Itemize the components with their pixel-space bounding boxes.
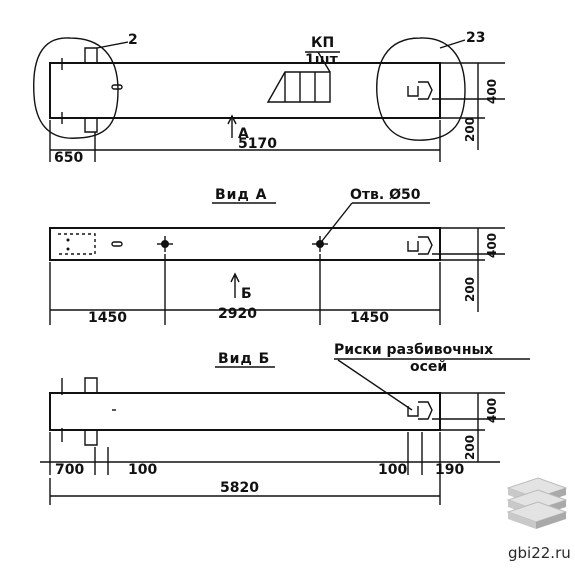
view-a-title: Вид А [215, 187, 268, 203]
dim-2920: 2920 [218, 306, 257, 322]
dim-100-right: 100 [378, 462, 407, 478]
dim-700: 700 [55, 462, 84, 478]
end-loop-right [407, 81, 433, 100]
view-arrow-b-label: Б [241, 286, 252, 302]
dim-1450-left: 1450 [88, 310, 127, 326]
dim-100-left: 100 [128, 462, 157, 478]
dim-650: 650 [54, 150, 83, 166]
end-loop-right [407, 401, 433, 420]
dim-5820: 5820 [220, 480, 259, 496]
kp-leader [317, 51, 331, 73]
hole-leader [321, 202, 353, 242]
view-b: Вид Б Риски разбивочных осей 700 100 100… [40, 342, 530, 505]
hole-label: Отв. Ø50 [350, 187, 421, 203]
lifting-loop-b [84, 377, 98, 446]
dim-190: 190 [435, 462, 464, 478]
watermark-site: gbi22.ru [508, 544, 571, 562]
dim-1450-right: 1450 [350, 310, 389, 326]
dim-200-b: 200 [463, 435, 477, 460]
slot [111, 84, 123, 90]
top-view: КП 1шт 2 23 А 650 5170 400 200 [33, 30, 505, 166]
note-line2: осей [410, 359, 447, 375]
callout-right: 23 [466, 30, 485, 46]
beam-view-a [49, 227, 441, 261]
note-line1: Риски разбивочных [334, 342, 493, 358]
kp-label: КП [311, 35, 334, 51]
dot [66, 247, 70, 251]
callout-leader-right [439, 39, 466, 49]
end-loop-right [407, 236, 433, 255]
end-detail-left [58, 233, 96, 255]
beam-top [49, 62, 441, 119]
view-b-title: Вид Б [218, 351, 270, 367]
slot [111, 241, 123, 247]
kp-qty: 1шт [305, 52, 339, 68]
callout-circle-right [376, 37, 466, 141]
callout-left: 2 [128, 32, 138, 48]
kp-frame [266, 71, 331, 103]
lifting-loop-top-left [84, 47, 98, 133]
note-leader [337, 359, 413, 411]
dim-400-b: 400 [485, 398, 499, 423]
beam-view-b [49, 392, 441, 431]
view-arrow-b [230, 272, 240, 298]
dim-5170: 5170 [238, 136, 277, 152]
hole-left [157, 236, 173, 252]
dot [66, 238, 70, 242]
callout-leader-left [96, 41, 129, 49]
view-arrow-a-label: А [238, 126, 249, 142]
dim-400-a: 400 [485, 233, 499, 258]
view-a: Вид А Отв. Ø50 Б 1450 2920 [49, 187, 505, 326]
hole-right [312, 236, 328, 252]
dim-400: 400 [485, 79, 499, 104]
dim-200: 200 [463, 117, 477, 142]
stacked-slabs-icon [506, 477, 568, 529]
callout-circle-left [33, 37, 119, 139]
dim-200-a: 200 [463, 277, 477, 302]
view-arrow-a [227, 114, 237, 138]
